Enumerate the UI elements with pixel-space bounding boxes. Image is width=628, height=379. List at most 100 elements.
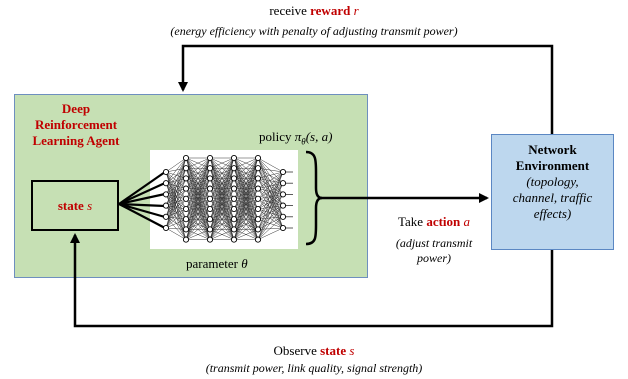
- state-to-network-lines: [118, 171, 166, 229]
- nn-edge: [233, 208, 259, 240]
- nn-edge: [257, 178, 284, 229]
- policy-args: (s, a): [305, 129, 333, 144]
- nn-edge: [233, 157, 259, 210]
- nn-edge: [165, 218, 187, 229]
- nn-edge: [233, 188, 259, 240]
- nn-edge: [257, 171, 284, 220]
- nn-edge: [165, 208, 187, 229]
- nn-edge: [165, 205, 187, 230]
- nn-node: [206, 205, 214, 213]
- parameter-label: parameter θ: [186, 256, 286, 271]
- state-word: state: [57, 198, 84, 213]
- agent-title-line2: Reinforcement: [34, 117, 118, 132]
- nn-node: [279, 202, 287, 209]
- nn-edge: [165, 194, 187, 240]
- nn-edge: [165, 188, 187, 195]
- observe-state-word: state: [320, 343, 347, 358]
- nn-edge: [165, 183, 187, 199]
- nn-edge: [165, 171, 187, 210]
- nn-edge: [165, 171, 187, 199]
- nn-edge: [257, 157, 284, 184]
- nn-node: [182, 226, 190, 233]
- nn-node: [162, 202, 170, 209]
- nn-node: [279, 224, 287, 232]
- parameter-prefix: parameter: [186, 256, 238, 271]
- output-brace: [305, 150, 323, 246]
- nn-edge: [257, 168, 284, 206]
- reward-arrow: [178, 44, 554, 134]
- action-label: Take action a: [378, 214, 490, 229]
- nn-edge: [165, 157, 187, 195]
- nn-edge: [233, 157, 259, 189]
- nn-edge: [209, 157, 235, 189]
- env-desc-line2: channel, traffic: [512, 190, 593, 205]
- nn-node: [206, 175, 214, 182]
- nn-edge: [233, 157, 259, 199]
- nn-edge: [257, 178, 284, 195]
- nn-edge: [165, 227, 187, 240]
- nn-edge: [165, 194, 187, 200]
- nn-edge: [257, 178, 284, 217]
- nn-edge: [257, 182, 284, 200]
- nn-node: [162, 213, 170, 220]
- nn-edge: [185, 188, 211, 240]
- environment-box: [491, 134, 614, 250]
- nn-node: [206, 165, 214, 172]
- environment-text: Network Environment (topology, channel, …: [491, 142, 614, 222]
- nn-node: [206, 236, 214, 243]
- nn-edge: [165, 227, 187, 230]
- nn-edge: [257, 168, 284, 195]
- nn-edge: [165, 205, 187, 220]
- nn-edge: [185, 178, 211, 240]
- nn-edge: [257, 171, 284, 210]
- nn-edge: [257, 171, 284, 179]
- nn-node: [162, 224, 170, 232]
- nn-edge: [257, 216, 284, 220]
- nn-edge: [185, 157, 211, 230]
- nn-edge: [165, 157, 187, 184]
- nn-edge: [185, 157, 211, 220]
- nn-edge: [209, 219, 235, 240]
- nn-edge: [185, 168, 211, 240]
- nn-edge: [257, 194, 284, 200]
- nn-edge: [257, 171, 284, 189]
- nn-edge: [257, 205, 284, 240]
- nn-edge: [257, 167, 284, 173]
- nn-edge: [257, 182, 284, 189]
- nn-edge: [257, 198, 284, 229]
- action-symbol: a: [463, 214, 471, 229]
- nn-node: [230, 185, 238, 192]
- nn-node: [230, 195, 238, 202]
- nn-edge: [209, 229, 235, 240]
- nn-node: [230, 216, 238, 223]
- nn-edge: [257, 188, 284, 195]
- env-desc-line1: (topology,: [526, 174, 579, 189]
- nn-edge: [257, 188, 284, 206]
- nn-node: [206, 154, 214, 162]
- nn-edge: [185, 157, 211, 240]
- nn-edge: [165, 157, 187, 173]
- nn-edge: [257, 188, 284, 217]
- nn-node: [182, 216, 190, 223]
- nn-edge: [165, 157, 187, 229]
- env-title-line1: Network: [528, 142, 577, 157]
- nn-edge: [257, 198, 284, 218]
- action-word: action: [426, 214, 461, 229]
- nn-node: [279, 180, 287, 187]
- nn-edge: [165, 183, 187, 230]
- nn-edge: [185, 157, 211, 199]
- action-note: (adjust transmit power): [378, 236, 490, 266]
- nn-edge: [257, 178, 284, 206]
- nn-node: [230, 226, 238, 233]
- nn-edge: [233, 157, 259, 220]
- neural-network: [162, 154, 293, 243]
- nn-edge: [257, 227, 284, 230]
- nn-node: [230, 175, 238, 182]
- nn-edge: [233, 157, 259, 230]
- observe-text: Observe: [273, 343, 317, 358]
- nn-edge: [185, 157, 211, 189]
- nn-node: [254, 185, 262, 192]
- observe-state-symbol: s: [349, 343, 355, 358]
- nn-edge: [185, 219, 211, 240]
- nn-edge: [257, 194, 284, 240]
